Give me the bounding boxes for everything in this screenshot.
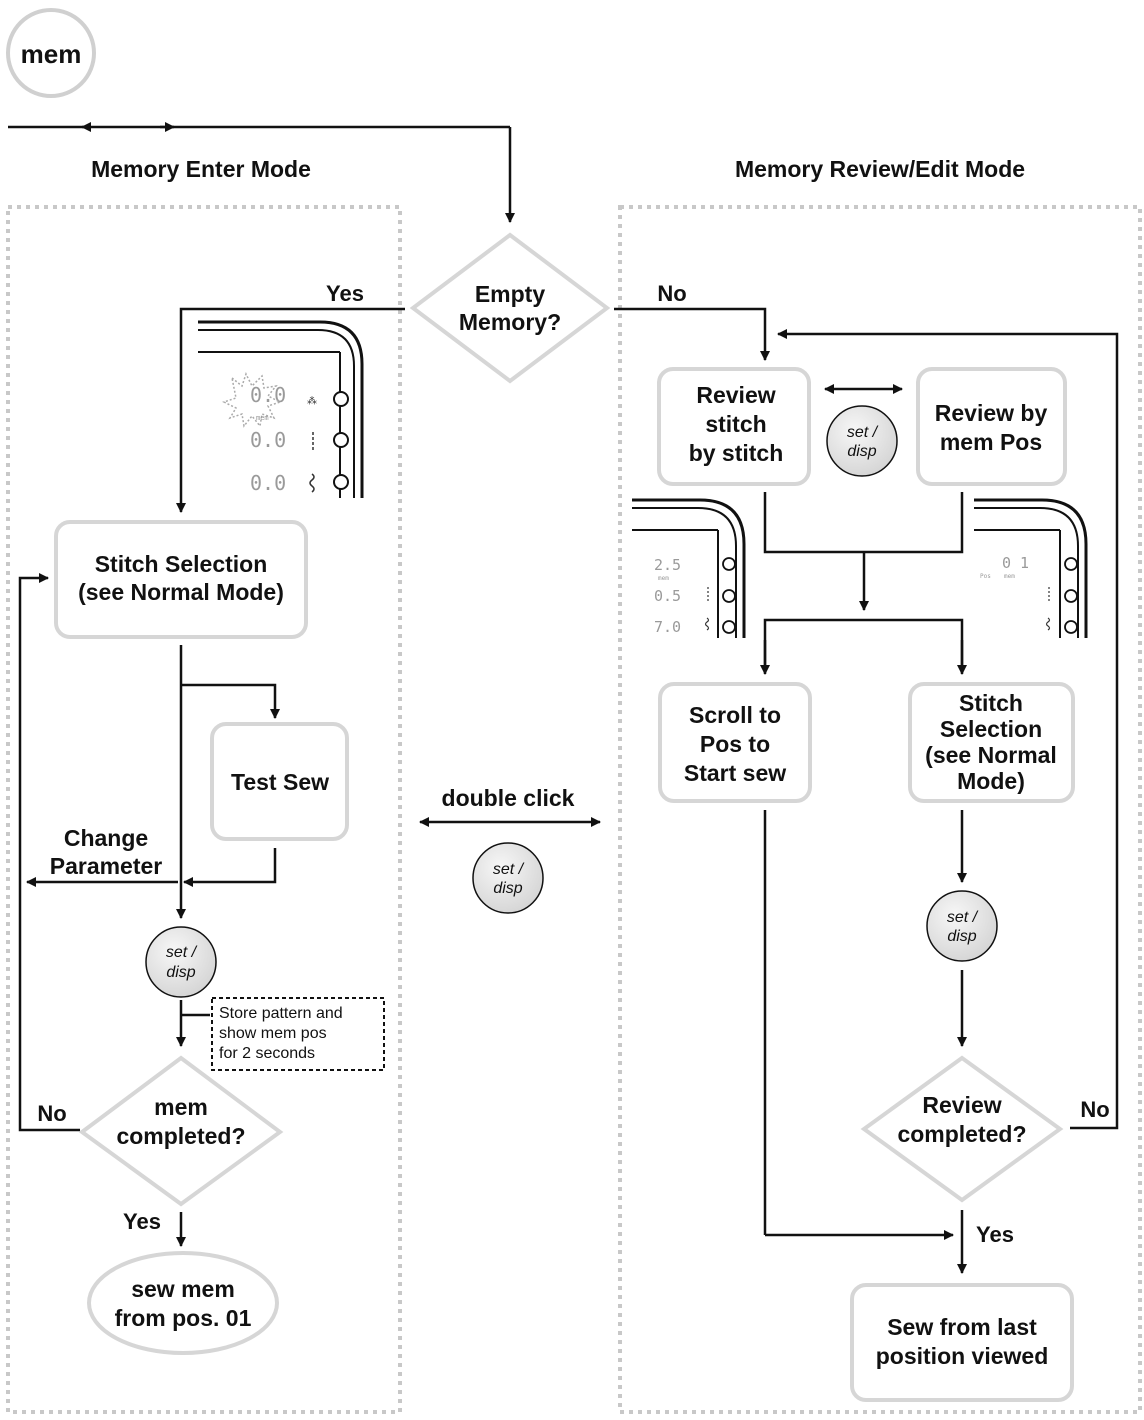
set-disp-review-top-line2: disp (847, 443, 876, 460)
set-disp-button-review[interactable]: set / disp (926, 890, 998, 962)
lcd-enter-row3: 0.0 (250, 471, 286, 495)
lcd-enter-sub: mem (256, 414, 269, 422)
store-note-line3: for 2 seconds (219, 1045, 315, 1062)
empty-memory-line2: Memory? (459, 309, 561, 335)
stitch-selection-review-box: Stitch Selection (see Normal Mode) (908, 682, 1075, 803)
set-disp-review-line2: disp (947, 928, 976, 945)
stitch-selection-review-line3: (see Normal (925, 742, 1057, 768)
review-stitch-line1: Review (696, 382, 775, 408)
stitch-selection-enter-line2: (see Normal Mode) (78, 579, 284, 605)
change-parameter-line1: Change (64, 825, 148, 851)
yes-label-top: Yes (326, 281, 364, 306)
mem-completed-line1: mem (154, 1094, 208, 1120)
review-stitch-line3: by stitch (689, 440, 784, 466)
set-disp-enter-line2: disp (166, 964, 195, 981)
mem-button-label: mem (21, 39, 82, 69)
lcd-review-left-row1: 2.5 (654, 556, 681, 574)
stitch-selection-review-line1: Stitch (959, 690, 1023, 716)
review-pos-line2: mem Pos (940, 429, 1042, 455)
scroll-pos-box: Scroll to Pos to Start sew (658, 682, 812, 803)
review-pos-line1: Review by (935, 400, 1048, 426)
sew-last-line1: Sew from last (887, 1314, 1037, 1340)
lcd-panel-enter: 0.0 mem 0.0 0.0 ⁂ (198, 320, 364, 498)
review-completed-line2: completed? (897, 1121, 1026, 1147)
lcd-review-left-row2: 0.5 (654, 587, 681, 605)
yes-label-enter: Yes (123, 1209, 161, 1234)
review-pos-box: Review by mem Pos (916, 367, 1067, 486)
set-disp-middle-line1: set / (493, 861, 525, 878)
sew-mem-terminal: sew mem from pos. 01 (87, 1251, 279, 1355)
sew-last-box: Sew from last position viewed (850, 1283, 1074, 1402)
no-label-top: No (657, 281, 686, 306)
store-pattern-note: Store pattern and show mem pos for 2 sec… (211, 997, 385, 1071)
stitch-selection-enter-box: Stitch Selection (see Normal Mode) (54, 520, 308, 639)
enter-mode-heading: Memory Enter Mode (91, 156, 311, 182)
no-label-enter: No (37, 1101, 66, 1126)
empty-memory-line1: Empty (475, 281, 546, 307)
svg-text:⁂: ⁂ (307, 396, 317, 407)
set-disp-middle-line2: disp (493, 880, 522, 897)
scroll-line2: Pos to (700, 731, 770, 757)
lcd-panel-review-left: 2.5 mem 0.5 7.0 (632, 498, 746, 638)
test-sew-label: Test Sew (231, 769, 329, 795)
set-disp-review-line1: set / (947, 909, 979, 926)
test-sew-box: Test Sew (210, 722, 349, 841)
set-disp-button-review-top[interactable]: set / disp (826, 405, 898, 477)
empty-memory-decision: Empty Memory? (409, 232, 611, 384)
decision-branches (176, 307, 770, 513)
mem-button[interactable]: mem (6, 8, 96, 98)
lcd-review-right-row1: 0 1 (1002, 554, 1029, 572)
lcd-review-left-sub: mem (658, 575, 669, 582)
lcd-enter-row2: 0.0 (250, 428, 286, 452)
sew-mem-line1: sew mem (131, 1276, 235, 1302)
sew-mem-line2: from pos. 01 (115, 1305, 252, 1331)
set-disp-button-middle[interactable]: set / disp (472, 842, 544, 914)
store-note-line1: Store pattern and (219, 1005, 343, 1022)
mem-completed-decision: mem completed? (78, 1055, 284, 1207)
lcd-review-right-pos: Pos (980, 573, 991, 580)
sew-last-line2: position viewed (876, 1343, 1049, 1369)
stitch-selection-review-line4: Mode) (957, 768, 1025, 794)
set-disp-button-enter[interactable]: set / disp (145, 926, 217, 998)
no-label-review: No (1080, 1097, 1109, 1122)
double-click-label: double click (442, 785, 575, 811)
mem-completed-line2: completed? (116, 1123, 245, 1149)
entry-line (8, 122, 515, 223)
lcd-review-right-sub: mem (1004, 573, 1015, 580)
review-stitch-line2: stitch (705, 411, 766, 437)
scroll-line3: Start sew (684, 760, 786, 786)
enter-mode-region (6, 205, 402, 1414)
lcd-panel-review-right: 0 1 Pos mem (974, 498, 1088, 638)
lcd-review-left-row3: 7.0 (654, 618, 681, 636)
review-stitch-box: Review stitch by stitch (657, 367, 811, 486)
yes-label-review: Yes (976, 1222, 1014, 1247)
scroll-line1: Scroll to (689, 702, 781, 728)
review-mode-connectors (760, 329, 1119, 1274)
store-note-line2: show mem pos (219, 1025, 327, 1042)
stitch-selection-review-line2: Selection (940, 716, 1042, 742)
review-completed-decision: Review completed? (860, 1055, 1064, 1203)
review-mode-region (618, 205, 1142, 1414)
review-completed-line1: Review (922, 1092, 1001, 1118)
set-disp-review-top-line1: set / (847, 424, 879, 441)
stitch-selection-enter-line1: Stitch Selection (95, 551, 268, 577)
set-disp-enter-line1: set / (166, 944, 198, 961)
change-parameter-line2: Parameter (50, 853, 163, 879)
review-mode-heading: Memory Review/Edit Mode (735, 156, 1025, 182)
enter-mode-connectors (18, 573, 280, 1247)
